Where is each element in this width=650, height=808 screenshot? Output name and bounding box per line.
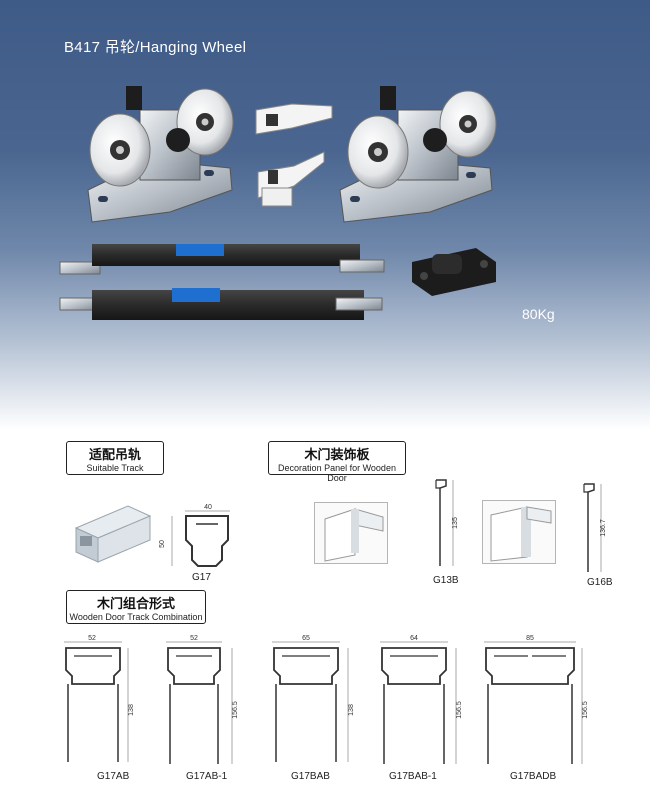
combo-g17ab-1-code: G17AB-1 <box>186 771 228 782</box>
combo-g17ab-drawing: 52 138 <box>64 635 135 762</box>
combo-g17ab-1-height-dim: 156.5 <box>232 701 239 719</box>
g16b-panel-photo <box>482 500 556 564</box>
combo-g17bab-1-code: G17BAB-1 <box>389 771 437 782</box>
suitable-track-title-en: Suitable Track <box>86 463 144 473</box>
g16b-profile-drawing: 136.7 <box>583 483 607 572</box>
combo-g17ab-width-dim: 52 <box>88 635 96 642</box>
door-stopper-lower <box>257 151 325 207</box>
hanging-wheel-left <box>87 86 234 223</box>
combo-g17ab-height-dim: 138 <box>128 704 135 716</box>
hero-product-illustrations <box>59 86 497 320</box>
door-stopper-upper <box>255 103 333 135</box>
g17-track-photo <box>74 505 152 563</box>
decoration-panel-label: 木门装饰板 Decoration Panel for Wooden Door <box>268 441 406 483</box>
hanging-wheel-right <box>339 86 497 223</box>
g17-code: G17 <box>192 572 211 583</box>
g13b-code: G13B <box>433 575 459 586</box>
combo-g17ab-1-width-dim: 52 <box>190 635 198 642</box>
combo-g17bab-1-width-dim: 64 <box>410 635 418 642</box>
combination-label: 木门组合形式 Wooden Door Track Combination <box>66 590 206 624</box>
g16b-code: G16B <box>587 577 613 588</box>
combo-g17badb-code: G17BADB <box>510 771 557 782</box>
combo-g17bab-height-dim: 138 <box>348 704 355 716</box>
combo-g17badb-drawing: 85 156.5 <box>484 635 589 764</box>
suitable-track-title-cn: 适配吊轨 <box>88 448 141 463</box>
combo-g17ab-code: G17AB <box>97 771 130 782</box>
suitable-track-label: 适配吊轨 Suitable Track <box>66 441 164 475</box>
page-title: B417 吊轮/Hanging Wheel <box>64 39 247 56</box>
g13b-profile-drawing: 135 <box>435 479 459 566</box>
g16b-height-dim: 136.7 <box>600 519 607 537</box>
combo-g17badb-height-dim: 156.5 <box>582 701 589 719</box>
g13b-height-dim: 135 <box>452 517 459 529</box>
combination-title-cn: 木门组合形式 <box>96 597 175 612</box>
decoration-panel-title-en: Decoration Panel for Wooden Door <box>278 463 396 483</box>
soft-close-damper-upper <box>59 244 385 275</box>
combo-g17ab-1-drawing: 52 156.5 <box>166 635 239 764</box>
g17-width-dim: 40 <box>204 504 212 511</box>
combo-g17bab-1-drawing: 64 156.5 <box>380 635 463 764</box>
combination-title-en: Wooden Door Track Combination <box>69 612 203 622</box>
g13b-panel-photo <box>314 502 388 564</box>
combo-g17bab-width-dim: 65 <box>302 635 310 642</box>
decoration-panel-title-cn: 木门装饰板 <box>304 448 370 463</box>
combo-g17bab-drawing: 65 138 <box>272 635 355 762</box>
floor-guide-block <box>412 248 496 296</box>
g17-profile-drawing: 40 50 <box>159 504 230 567</box>
load-rating: 80Kg <box>522 306 555 322</box>
soft-close-damper-lower <box>59 288 383 320</box>
g17-height-dim: 50 <box>159 540 166 548</box>
combo-g17bab-code: G17BAB <box>291 771 330 782</box>
combo-g17badb-width-dim: 85 <box>526 635 534 642</box>
combo-g17bab-1-height-dim: 156.5 <box>456 701 463 719</box>
